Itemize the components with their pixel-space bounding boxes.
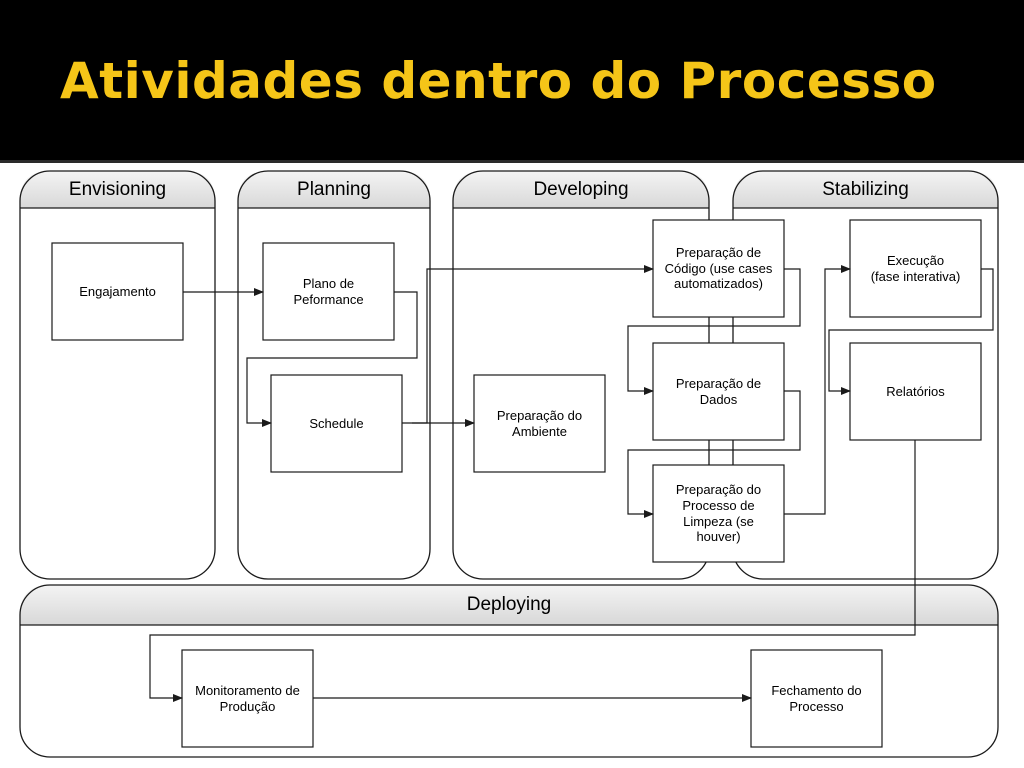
phase-deploying xyxy=(19,584,999,758)
connector-limpeza-execucao xyxy=(784,265,851,515)
slide-title: Atividades dentro do Processo xyxy=(60,52,937,110)
box-fechamento xyxy=(750,649,883,748)
title-bar: Atividades dentro do Processo xyxy=(0,0,1024,160)
connector-plano-schedule xyxy=(246,291,418,427)
phase-developing xyxy=(452,170,710,580)
box-preparacao-codigo xyxy=(652,219,785,318)
connector-relatorios-monitoramento xyxy=(149,440,916,702)
connector-execucao-relatorios xyxy=(828,268,994,395)
box-preparacao-limpeza xyxy=(652,464,785,563)
box-schedule xyxy=(270,374,403,473)
connector-schedule-codigo xyxy=(412,265,654,424)
phase-planning xyxy=(237,170,431,580)
box-engajamento xyxy=(51,242,184,341)
box-preparacao-ambiente xyxy=(473,374,606,473)
box-preparacao-dados xyxy=(652,342,785,441)
box-execucao xyxy=(849,219,982,318)
process-diagram: Envisioning Planning Developing Stabiliz… xyxy=(0,163,1024,768)
box-monitoramento xyxy=(181,649,314,748)
phase-envisioning xyxy=(19,170,216,580)
diagram-canvas xyxy=(19,170,999,758)
box-relatorios xyxy=(849,342,982,441)
connector-codigo-dados xyxy=(627,268,801,395)
title-divider xyxy=(0,160,1024,163)
connector-dados-limpeza xyxy=(627,390,801,518)
box-plano-performance xyxy=(262,242,395,341)
